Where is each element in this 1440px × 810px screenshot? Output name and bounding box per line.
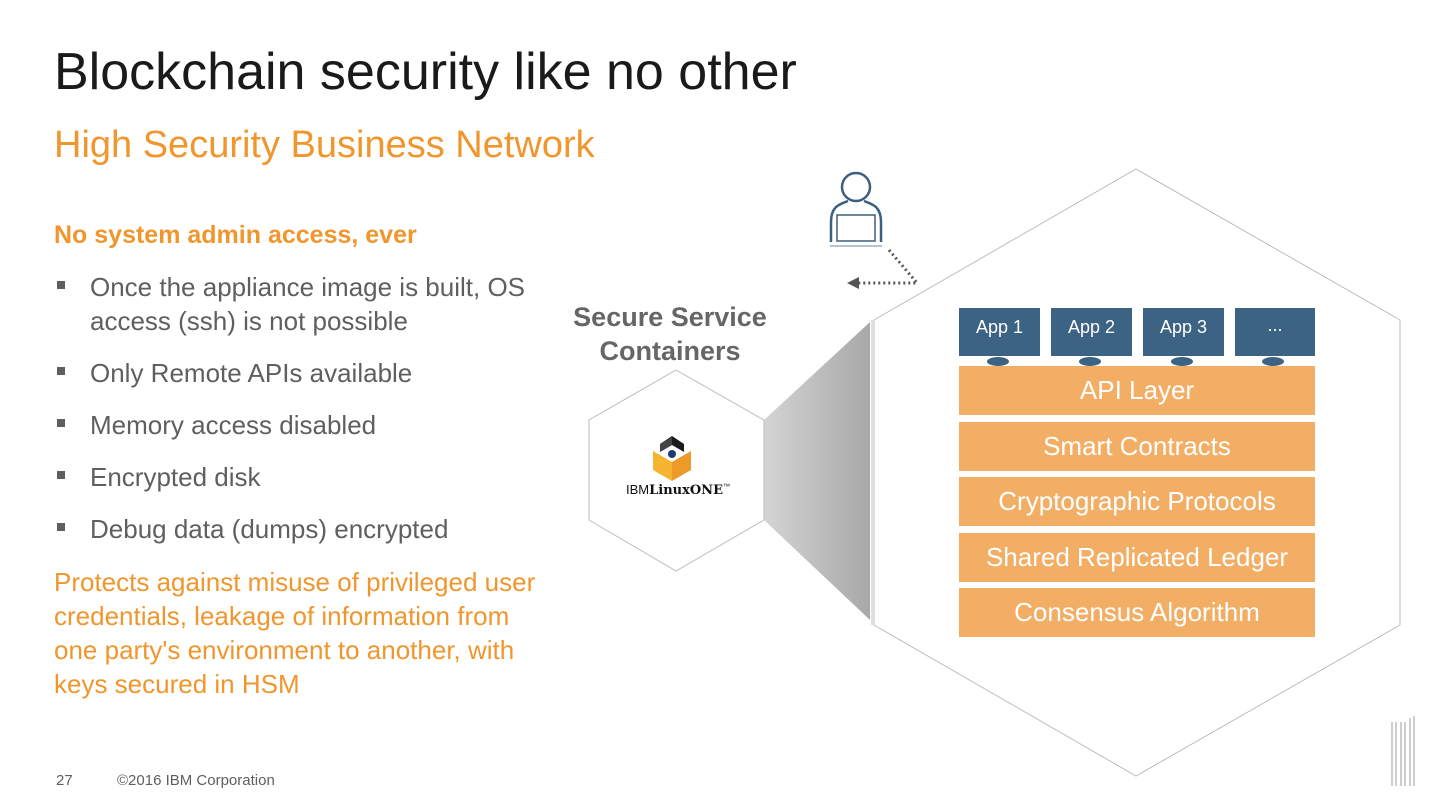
bullet-item: Encrypted disk [54, 460, 534, 494]
layer-shared-ledger: Shared Replicated Ledger [959, 533, 1315, 582]
linuxone-logo-icon [653, 436, 691, 481]
bullet-item: Once the appliance image is built, OS ac… [54, 270, 534, 338]
bullet-square-icon [57, 523, 65, 531]
app-box-more: ... [1235, 308, 1315, 356]
bullet-square-icon [57, 367, 65, 375]
bullet-text: Encrypted disk [90, 462, 261, 492]
zoom-funnel [764, 322, 870, 620]
layer-smart-contracts: Smart Contracts [959, 422, 1315, 471]
app-connector-icon [987, 357, 1009, 366]
bullet-text: Only Remote APIs available [90, 358, 413, 388]
bullet-list: Once the appliance image is built, OS ac… [54, 270, 534, 564]
bullet-text: Memory access disabled [90, 410, 377, 440]
secure-service-containers-label: Secure Service Containers [573, 302, 767, 366]
app-box: App 1 [959, 308, 1040, 356]
logo-trademark: ™ [722, 483, 730, 491]
layer-api: API Layer [959, 366, 1315, 415]
network-hexagon [873, 168, 1401, 777]
page-title: Blockchain security like no other [54, 43, 797, 101]
user-with-laptop-icon [829, 171, 883, 247]
linuxone-logo-text: IBMLinuxONE™ [626, 482, 730, 498]
ibm-logo-icon [1391, 716, 1415, 786]
logo-product: LinuxONE [649, 483, 723, 498]
layer-consensus: Consensus Algorithm [959, 588, 1315, 637]
page-subtitle: High Security Business Network [54, 124, 595, 166]
bullet-item: Only Remote APIs available [54, 356, 534, 390]
app-connector-icon [1171, 357, 1193, 366]
logo-prefix: IBM [626, 482, 650, 497]
bullet-item: Debug data (dumps) encrypted [54, 512, 534, 546]
access-arrow [847, 249, 921, 289]
app-connector-icon [1079, 357, 1101, 366]
section-heading: No system admin access, ever [54, 221, 417, 249]
bullet-square-icon [57, 419, 65, 427]
app-connector-icon [1262, 357, 1284, 366]
summary-text: Protects against misuse of privileged us… [54, 567, 536, 699]
page-number: 27 [56, 772, 73, 789]
bullet-square-icon [57, 281, 65, 289]
app-box: App 3 [1143, 308, 1224, 356]
copyright: ©2016 IBM Corporation [117, 772, 275, 789]
layer-cryptographic-protocols: Cryptographic Protocols [959, 477, 1315, 526]
app-box: App 2 [1051, 308, 1132, 356]
bullet-item: Memory access disabled [54, 408, 534, 442]
bullet-text: Debug data (dumps) encrypted [90, 514, 449, 544]
bullet-square-icon [57, 471, 65, 479]
bullet-text: Once the appliance image is built, OS ac… [90, 272, 526, 336]
